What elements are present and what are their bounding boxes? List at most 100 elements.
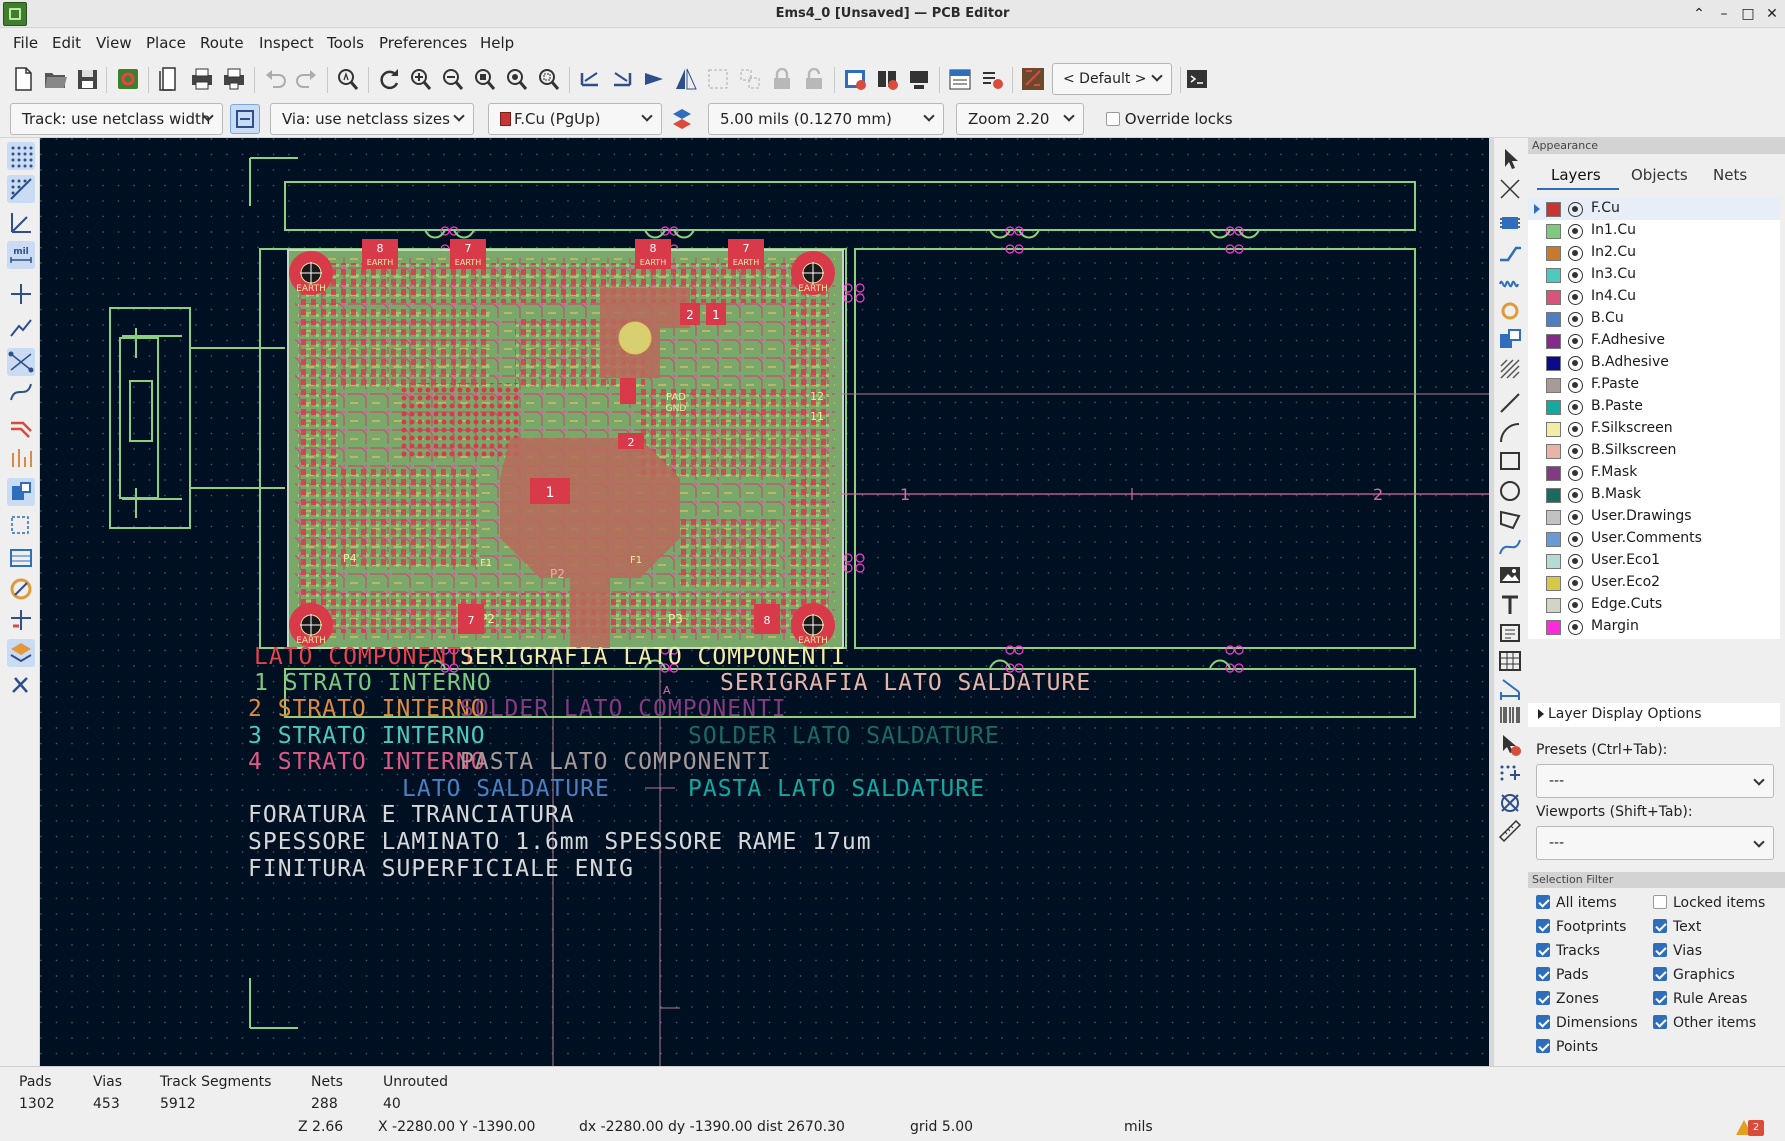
layer-row[interactable]: F.Cu [1528, 198, 1780, 220]
zoom-select[interactable]: Zoom 2.20 [956, 103, 1084, 135]
route-track-icon[interactable] [1497, 240, 1523, 266]
add-zone-icon[interactable] [1497, 326, 1523, 352]
menu-preferences[interactable]: Preferences [379, 34, 467, 52]
layer-color-swatch[interactable] [1546, 554, 1561, 569]
page-settings-icon[interactable] [156, 65, 182, 93]
grid-visibility-icon[interactable] [7, 142, 35, 170]
menu-edit[interactable]: Edit [52, 34, 81, 52]
layer-row[interactable]: F.Courtyard [1528, 638, 1780, 639]
visibility-eye-icon[interactable] [1568, 532, 1583, 547]
visibility-eye-icon[interactable] [1568, 576, 1583, 591]
visibility-eye-icon[interactable] [1568, 422, 1583, 437]
add-image-icon[interactable] [1497, 562, 1523, 588]
menu-help[interactable]: Help [480, 34, 514, 52]
drc-icon[interactable] [979, 65, 1005, 93]
add-text-icon[interactable] [1497, 592, 1523, 618]
menu-file[interactable]: File [13, 34, 38, 52]
find-icon[interactable] [335, 65, 361, 93]
layer-color-swatch[interactable] [1546, 334, 1561, 349]
layer-row[interactable]: In1.Cu [1528, 220, 1780, 242]
menu-route[interactable]: Route [200, 34, 244, 52]
window-maximize-button[interactable]: □ [1738, 4, 1758, 24]
viewports-select[interactable]: --- [1536, 826, 1774, 860]
active-layer-select[interactable]: F.Cu (PgUp) [488, 103, 662, 135]
window-minimize-button[interactable]: – [1714, 4, 1734, 24]
layer-row[interactable]: F.Silkscreen [1528, 418, 1780, 440]
visibility-eye-icon[interactable] [1568, 378, 1583, 393]
layer-row[interactable]: User.Eco1 [1528, 550, 1780, 572]
tab-objects[interactable]: Objects [1631, 166, 1688, 184]
lock-icon[interactable] [769, 65, 795, 93]
layer-color-swatch[interactable] [1546, 224, 1561, 239]
filter-dimensions-checkbox[interactable]: Dimensions [1536, 1015, 1638, 1031]
zoom-objects-icon[interactable] [504, 65, 530, 93]
layer-color-swatch[interactable] [1546, 290, 1561, 305]
footprint-editor-icon[interactable] [874, 65, 900, 93]
visibility-eye-icon[interactable] [1568, 554, 1583, 569]
rotate-cw-icon[interactable] [609, 65, 635, 93]
menu-view[interactable]: View [96, 34, 132, 52]
layer-row[interactable]: Edge.Cuts [1528, 594, 1780, 616]
layer-row[interactable]: F.Mask [1528, 462, 1780, 484]
visibility-eye-icon[interactable] [1568, 246, 1583, 261]
auto-track-width-toggle[interactable] [230, 104, 260, 134]
add-via-icon[interactable] [1497, 298, 1523, 324]
print-icon[interactable] [189, 65, 215, 93]
draw-arc-icon[interactable] [1497, 420, 1523, 446]
visibility-eye-icon[interactable] [1568, 444, 1583, 459]
delete-tool-icon[interactable] [1497, 732, 1523, 758]
group-icon[interactable] [705, 65, 731, 93]
filter-other-items-checkbox[interactable]: Other items [1653, 1015, 1756, 1031]
presets-select[interactable]: --- [1536, 764, 1774, 798]
layer-color-swatch[interactable] [1546, 202, 1561, 217]
save-board-icon[interactable] [74, 65, 100, 93]
curved-ratsnest-icon[interactable] [7, 378, 35, 406]
visibility-eye-icon[interactable] [1568, 620, 1583, 635]
layer-color-swatch[interactable] [1546, 598, 1561, 613]
layer-color-swatch[interactable] [1546, 356, 1561, 371]
via-size-select[interactable]: Via: use netclass sizes [270, 103, 474, 135]
rotate-ccw-icon[interactable] [577, 65, 603, 93]
filter-locked-items-checkbox[interactable]: Locked items [1653, 895, 1765, 911]
layer-row[interactable]: F.Adhesive [1528, 330, 1780, 352]
track-display-icon[interactable] [7, 413, 35, 441]
visibility-eye-icon[interactable] [1568, 598, 1583, 613]
cursor-style-icon[interactable] [7, 280, 35, 308]
add-barcode-icon[interactable] [1497, 702, 1523, 728]
filter-rule-areas-checkbox[interactable]: Rule Areas [1653, 991, 1747, 1007]
window-close-button[interactable]: ✕ [1762, 4, 1782, 24]
layer-manager-icon[interactable] [7, 639, 35, 667]
override-locks-checkbox[interactable]: Override locks [1106, 110, 1233, 128]
grid-size-select[interactable]: 5.00 mils (0.1270 mm) [708, 103, 944, 135]
layer-row[interactable]: User.Drawings [1528, 506, 1780, 528]
layer-row[interactable]: B.Silkscreen [1528, 440, 1780, 462]
layer-color-swatch[interactable] [1546, 466, 1561, 481]
visibility-eye-icon[interactable] [1568, 400, 1583, 415]
zoom-selection-icon[interactable] [536, 65, 562, 93]
filter-pads-checkbox[interactable]: Pads [1536, 967, 1589, 983]
filter-footprints-checkbox[interactable]: Footprints [1536, 919, 1626, 935]
route-ratsnest-icon[interactable] [1020, 65, 1046, 93]
fill-zones-icon[interactable] [7, 544, 35, 572]
layer-row[interactable]: User.Comments [1528, 528, 1780, 550]
visibility-eye-icon[interactable] [1568, 510, 1583, 525]
layer-row[interactable]: Margin [1528, 616, 1780, 638]
footprint-browser-icon[interactable] [906, 65, 932, 93]
warning-count-badge[interactable]: 2 [1748, 1120, 1764, 1136]
high-contrast-icon[interactable] [7, 443, 35, 471]
layer-row[interactable]: User.Eco2 [1528, 572, 1780, 594]
add-textbox-icon[interactable] [1497, 620, 1523, 646]
layer-color-swatch[interactable] [1546, 510, 1561, 525]
draw-circle-icon[interactable] [1497, 478, 1523, 504]
new-board-icon[interactable] [10, 65, 36, 93]
layer-display-options-toggle[interactable]: Layer Display Options [1528, 703, 1780, 727]
redo-icon[interactable] [294, 65, 320, 93]
layer-color-swatch[interactable] [1546, 400, 1561, 415]
menu-tools[interactable]: Tools [327, 34, 364, 52]
tune-length-icon[interactable] [1497, 270, 1523, 296]
via-display-icon[interactable] [7, 606, 35, 634]
measure-tool-icon[interactable] [1497, 818, 1523, 844]
draw-polygon-icon[interactable] [1497, 506, 1523, 532]
update-pcb-icon[interactable] [842, 65, 868, 93]
zone-outline-icon[interactable] [7, 510, 35, 538]
